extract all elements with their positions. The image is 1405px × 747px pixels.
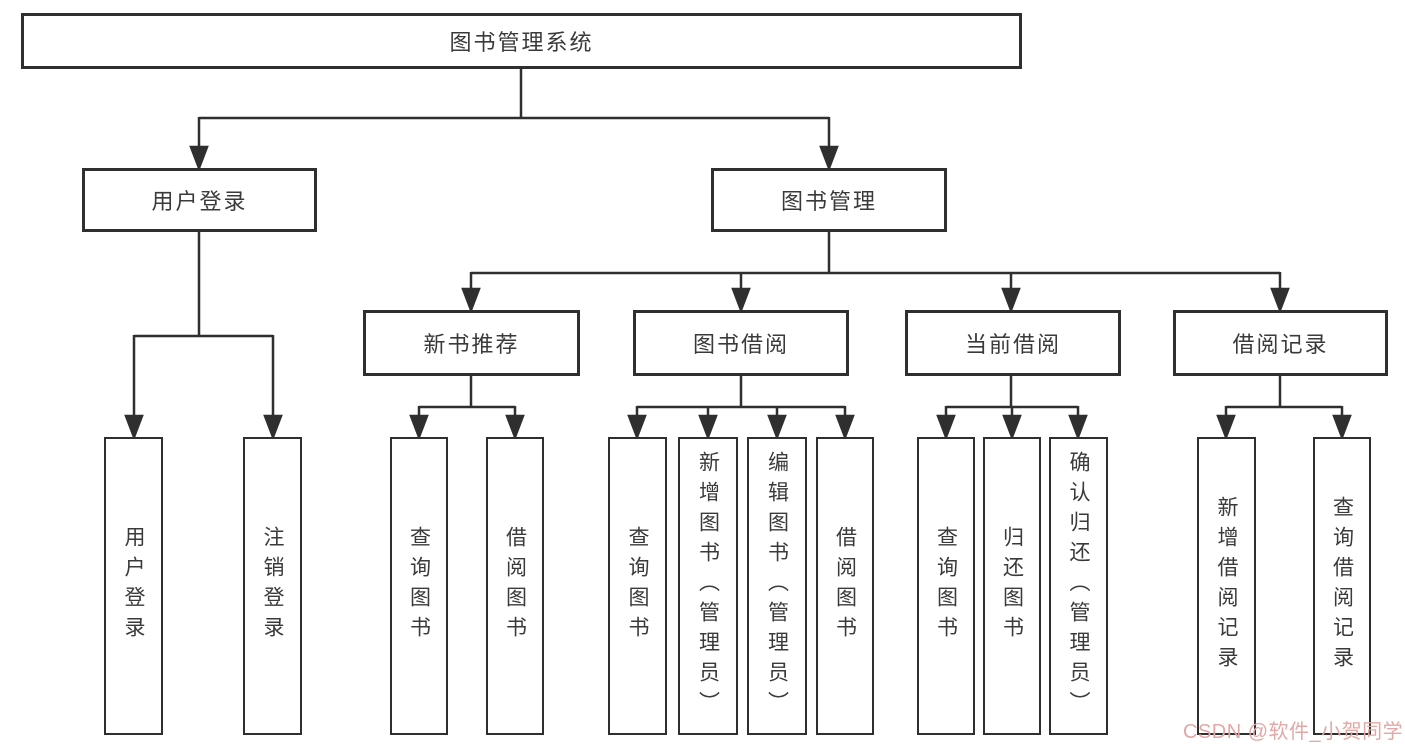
connector-user-login-branch xyxy=(124,232,283,441)
node-user-login-label: 用户登录 xyxy=(151,189,248,214)
leaf-add-borrow-record-label: 新增借阅记录 xyxy=(1215,496,1238,676)
node-current-borrow: 当前借阅 xyxy=(905,310,1121,376)
node-borrow-record: 借阅记录 xyxy=(1173,310,1388,376)
node-borrow-record-label: 借阅记录 xyxy=(1232,332,1329,357)
node-book-management: 图书管理 xyxy=(711,168,947,232)
leaf-logout: 注销登录 xyxy=(243,437,302,735)
leaf-confirm-return-admin-label: 确认归还（管理员） xyxy=(1067,451,1090,721)
leaf-add-book-admin: 新增图书（管理员） xyxy=(678,437,738,735)
leaf-borrow-book-1: 借阅图书 xyxy=(486,437,544,735)
node-book-borrow: 图书借阅 xyxy=(633,310,849,376)
connector-root-to-level2 xyxy=(189,67,839,172)
connector-new-book-rec-branch xyxy=(409,376,525,441)
leaf-query-borrow-record: 查询借阅记录 xyxy=(1313,437,1371,735)
node-user-login: 用户登录 xyxy=(82,168,317,232)
leaf-borrow-book-2: 借阅图书 xyxy=(816,437,874,735)
connector-borrow-record-branch xyxy=(1216,376,1352,441)
leaf-logout-label: 注销登录 xyxy=(261,526,284,646)
leaf-borrow-book-1-label: 借阅图书 xyxy=(503,526,527,646)
watermark: CSDN @软件_小贺同学 xyxy=(1183,721,1404,743)
connector-book-borrow-branch xyxy=(627,376,855,441)
leaf-query-book-1-label: 查询图书 xyxy=(407,526,431,646)
node-book-borrow-label: 图书借阅 xyxy=(692,332,789,357)
node-book-management-label: 图书管理 xyxy=(780,189,877,214)
leaf-query-book-2-label: 查询图书 xyxy=(626,526,649,646)
leaf-user-login: 用户登录 xyxy=(104,437,163,735)
node-new-book-recommend: 新书推荐 xyxy=(363,310,580,376)
leaf-query-book-3-label: 查询图书 xyxy=(934,526,958,646)
leaf-borrow-book-2-label: 借阅图书 xyxy=(833,526,857,646)
leaf-confirm-return-admin: 确认归还（管理员） xyxy=(1049,437,1108,735)
leaf-query-borrow-record-label: 查询借阅记录 xyxy=(1330,496,1354,676)
leaf-user-login-label: 用户登录 xyxy=(122,526,145,646)
node-current-borrow-label: 当前借阅 xyxy=(964,332,1061,357)
node-root: 图书管理系统 xyxy=(21,13,1022,69)
connector-book-mgmt-branch xyxy=(461,232,1290,314)
leaf-add-book-admin-label: 新增图书（管理员） xyxy=(696,451,720,721)
leaf-edit-book-admin-label: 编辑图书（管理员） xyxy=(765,451,789,721)
leaf-add-borrow-record: 新增借阅记录 xyxy=(1197,437,1256,735)
leaf-edit-book-admin: 编辑图书（管理员） xyxy=(747,437,807,735)
node-root-label: 图书管理系统 xyxy=(449,30,594,55)
connector-current-borrow-branch xyxy=(936,376,1088,441)
leaf-query-book-2: 查询图书 xyxy=(608,437,667,735)
leaf-query-book-1: 查询图书 xyxy=(390,437,448,735)
leaf-return-book: 归还图书 xyxy=(983,437,1041,735)
leaf-query-book-3: 查询图书 xyxy=(917,437,975,735)
leaf-return-book-label: 归还图书 xyxy=(1000,526,1024,646)
node-new-book-recommend-label: 新书推荐 xyxy=(423,332,520,357)
